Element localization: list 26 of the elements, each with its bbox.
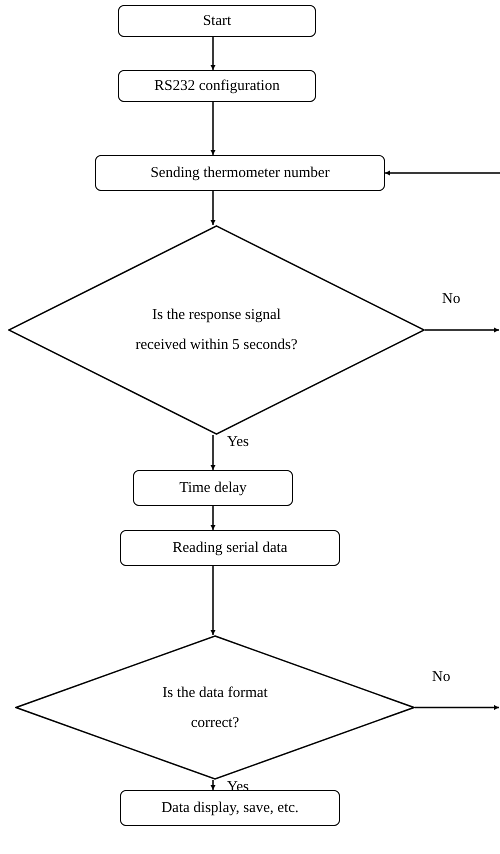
arrow	[210, 566, 216, 635]
process-text: Reading serial data	[172, 538, 288, 558]
decision-diamond	[15, 635, 415, 780]
arrow	[210, 102, 216, 155]
arrow	[425, 328, 499, 332]
arrow	[210, 506, 216, 530]
process-box	[120, 790, 340, 826]
process-text: Start	[202, 12, 232, 31]
process-box	[95, 155, 385, 191]
arrow	[210, 37, 216, 70]
process-box	[120, 530, 340, 566]
arrow	[415, 705, 499, 710]
process-box	[133, 470, 293, 506]
process-box	[118, 5, 316, 37]
arrow	[385, 170, 500, 176]
decision-diamond	[8, 225, 425, 435]
decision-text: Is the response signal received within 5 seconds?	[134, 306, 299, 355]
process-text: RS232 configuration	[154, 76, 280, 96]
process-text: Sending thermometer number	[150, 164, 330, 183]
decision-text: Is the data format correct?	[161, 684, 269, 732]
arrow	[210, 780, 216, 790]
arrow	[210, 191, 216, 225]
process-box	[118, 70, 316, 102]
process-text: Time delay	[179, 478, 247, 498]
arrow	[210, 435, 216, 470]
process-text: Data display, save, etc.	[161, 798, 299, 818]
